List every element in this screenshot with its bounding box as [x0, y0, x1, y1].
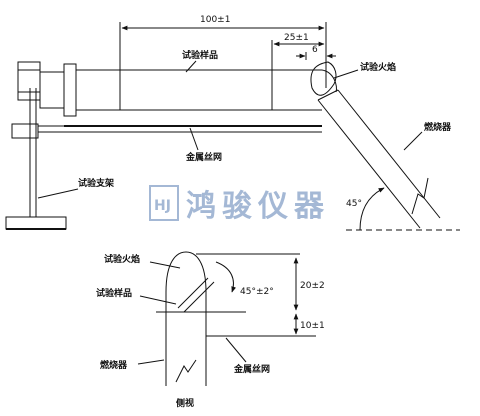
side-burner-tube [165, 312, 207, 386]
label-specimen: 试验样品 [182, 49, 218, 61]
label-mesh: 金属丝网 [185, 151, 222, 163]
side-view-title: 侧视 [176, 397, 194, 409]
dimension-flame-position: 25±1 [271, 33, 325, 70]
burner-tube [317, 89, 441, 229]
label-flame: 试验火焰 [360, 61, 396, 73]
dimension-gap-label: 6 [312, 45, 318, 55]
watermark-logo-icon [149, 185, 179, 221]
specimen-clamp [39, 63, 80, 117]
burner-break-mark [411, 177, 429, 215]
dimension-gap: 6 [296, 45, 336, 60]
dimension-height-upper: 20±2 [293, 257, 325, 311]
stand-base [5, 216, 67, 230]
stand-pole [29, 88, 37, 217]
test-flame [310, 61, 337, 96]
side-label-specimen: 试验样品 [96, 287, 132, 299]
dimension-height-upper-label: 20±2 [300, 281, 325, 291]
watermark: HJ 鸿骏仪器 [149, 185, 330, 224]
side-mesh-line [156, 311, 316, 337]
side-label-burner: 燃烧器 [100, 359, 128, 371]
side-label-mesh: 金属丝网 [233, 363, 270, 375]
test-specimen [76, 69, 337, 111]
side-flame-stick [177, 277, 215, 313]
dimension-flame-position-label: 25±1 [284, 33, 309, 43]
dimension-height-lower: 10±1 [293, 313, 325, 335]
side-label-flame: 试验火焰 [104, 253, 140, 265]
side-angle-label: 45°±2° [240, 287, 274, 297]
side-burner-break-mark [175, 359, 197, 383]
angle-arc [359, 187, 385, 231]
watermark-text: 鸿骏仪器 [186, 189, 330, 224]
angle-label: 45° [346, 199, 362, 209]
side-angle-arc [215, 261, 236, 293]
label-burner: 燃烧器 [424, 121, 452, 133]
dimension-length-label: 100±1 [200, 15, 230, 25]
watermark-logo-letters: HJ [154, 198, 171, 214]
label-stand: 试验支架 [78, 177, 114, 189]
dimension-length: 100±1 [119, 15, 327, 88]
dimension-height-lower-label: 10±1 [300, 321, 325, 331]
